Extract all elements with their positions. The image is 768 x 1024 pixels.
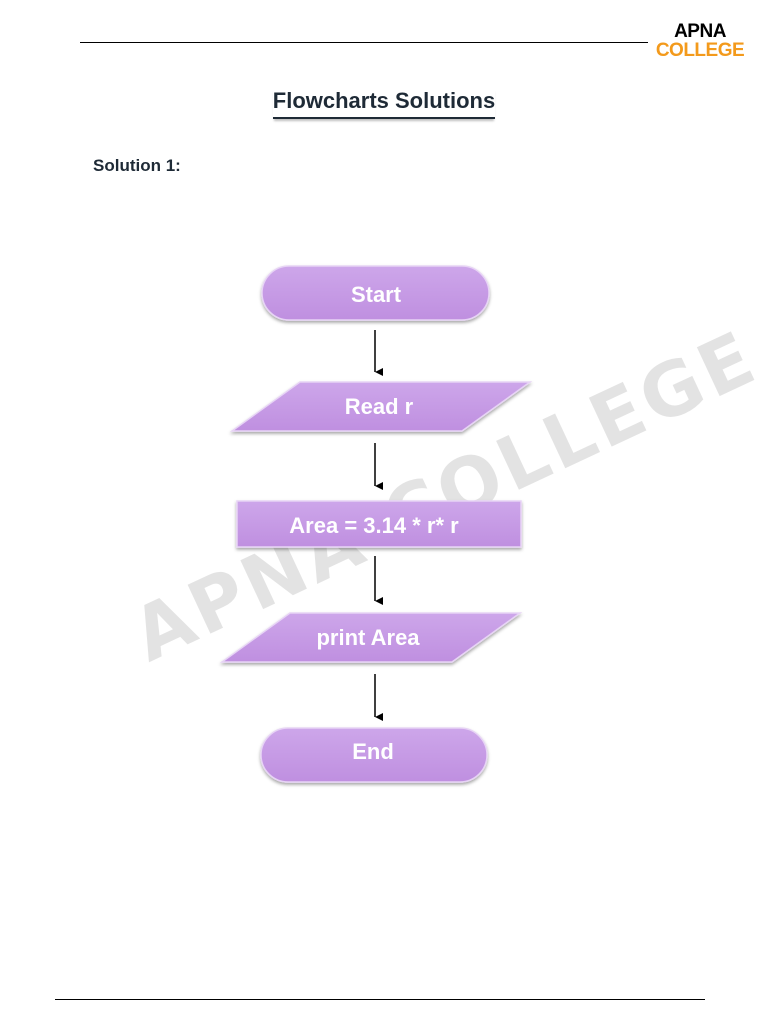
node-start-label: Start	[351, 282, 402, 307]
apna-college-logo: APNA COLLEGE	[650, 22, 750, 66]
node-print-area: print Area	[219, 612, 523, 663]
node-print-area-label: print Area	[316, 625, 420, 650]
terminator-shape	[261, 265, 490, 321]
page-title-container: Flowcharts Solutions	[0, 88, 768, 119]
solution-heading: Solution 1:	[93, 156, 181, 175]
node-end-label: End	[352, 739, 394, 764]
page-title: Flowcharts Solutions	[272, 88, 496, 119]
input-output-shape	[229, 381, 533, 432]
process-shape	[236, 500, 522, 548]
logo-line-college: COLLEGE	[655, 40, 745, 61]
node-area-label: Area = 3.14 * r* r	[289, 513, 459, 538]
terminator-shape	[260, 727, 488, 783]
node-read-r-label: Read r	[345, 394, 414, 419]
node-area-process: Area = 3.14 * r* r	[236, 500, 522, 548]
header-rule	[80, 42, 648, 43]
input-output-shape	[219, 612, 523, 663]
node-start: Start	[261, 265, 490, 321]
footer-rule	[55, 999, 705, 1000]
node-read-r: Read r	[229, 381, 533, 432]
node-end: End	[260, 727, 488, 783]
logo-line-apna: APNA	[674, 21, 726, 42]
